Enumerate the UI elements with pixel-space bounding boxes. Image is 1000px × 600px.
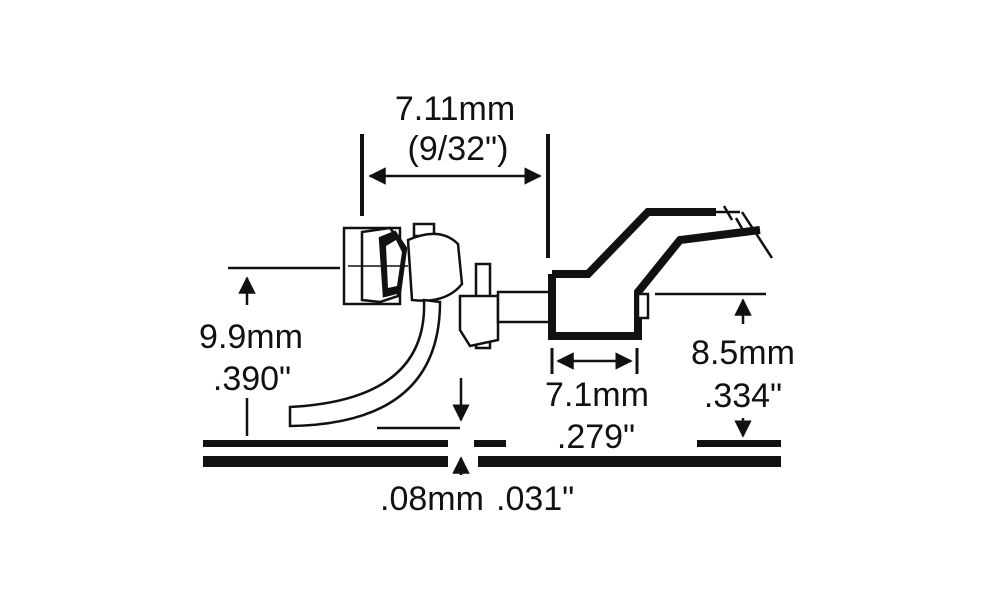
height-left-in-label: .390" bbox=[212, 360, 292, 398]
trip-pin bbox=[288, 298, 442, 428]
coupler-length-in-label: (9/32") bbox=[407, 130, 509, 168]
gap-in-label: .031" bbox=[496, 480, 575, 518]
draft-gear-box bbox=[548, 205, 774, 340]
coupler-length-mm-label: 7.11mm bbox=[394, 90, 516, 128]
height-left-dimension bbox=[228, 266, 340, 436]
coupler-length-dimension bbox=[360, 134, 550, 258]
shank-width-mm-label: 7.1mm bbox=[545, 376, 649, 414]
shank-width-in-label: .279" bbox=[556, 418, 636, 456]
shank-width-dimension bbox=[550, 348, 639, 374]
gap-dimension bbox=[377, 378, 470, 475]
rail-bottom bbox=[203, 456, 781, 467]
height-right-in-label: .334" bbox=[703, 377, 783, 415]
rail-top bbox=[203, 440, 781, 447]
coupler-shank bbox=[458, 262, 556, 350]
height-right-dimension bbox=[655, 292, 766, 438]
gap-mm-label: .08mm bbox=[380, 480, 484, 518]
height-right-mm-label: 8.5mm bbox=[691, 334, 795, 372]
coupler-head bbox=[342, 222, 464, 306]
height-left-mm-label: 9.9mm bbox=[199, 318, 303, 356]
